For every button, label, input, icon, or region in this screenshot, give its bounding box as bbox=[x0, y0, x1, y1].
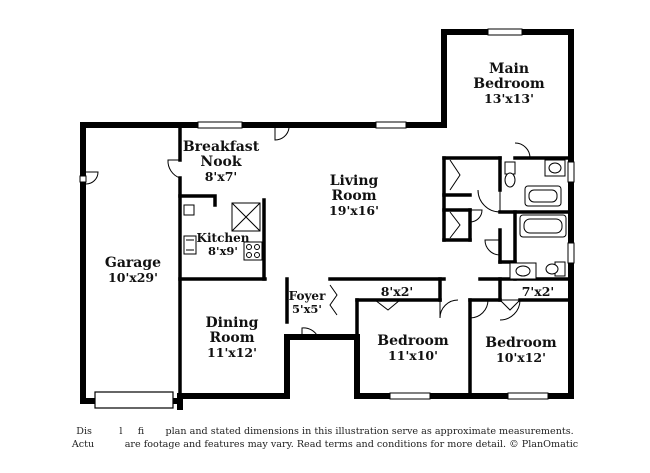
main-bedroom-name-2: Bedroom bbox=[473, 76, 545, 93]
main-bedroom-name-1: Main bbox=[488, 61, 530, 77]
living-room-name-1: Living bbox=[329, 173, 379, 189]
garage-door bbox=[94, 391, 174, 409]
garage-dim: 10'x29' bbox=[108, 270, 158, 286]
closet-label-right: 7'x2' bbox=[514, 285, 562, 299]
living-room-name-2: Room bbox=[331, 188, 377, 205]
room-label-main-bedroom: Main Bedroom 13'x13' bbox=[462, 61, 556, 107]
dining-room-name-2: Room bbox=[209, 330, 255, 347]
kitchen-dim: 8'x9' bbox=[208, 243, 238, 258]
main-bedroom-dim: 13'x13' bbox=[484, 91, 534, 107]
windows bbox=[79, 28, 575, 400]
room-label-garage: Garage 10'x29' bbox=[95, 255, 171, 286]
room-label-bedroom-left: Bedroom 11'x10' bbox=[368, 333, 458, 364]
room-label-living-room: Living Room 19'x16' bbox=[312, 173, 396, 219]
bedroom-left-dim: 11'x10' bbox=[388, 348, 438, 364]
living-room-dim: 19'x16' bbox=[329, 203, 379, 219]
closet-right-dim: 7'x2' bbox=[521, 284, 555, 299]
disclaimer: Dis l fi plan and stated dimensions in t… bbox=[0, 426, 650, 452]
room-label-foyer: Foyer 5'x5' bbox=[286, 289, 328, 316]
closet-left-dim: 8'x2' bbox=[380, 284, 414, 299]
bedroom-right-dim: 10'x12' bbox=[496, 350, 546, 366]
bedroom-right-name: Bedroom bbox=[485, 335, 557, 351]
dining-room-name-1: Dining bbox=[205, 315, 259, 331]
room-label-breakfast-nook: Breakfast Nook 8'x7' bbox=[178, 139, 264, 185]
fixtures bbox=[183, 159, 567, 280]
doors bbox=[85, 127, 531, 338]
breakfast-nook-name-1: Breakfast bbox=[182, 139, 260, 155]
interior-walls bbox=[178, 123, 573, 398]
foyer-dim: 5'x5' bbox=[292, 301, 322, 316]
bedroom-left-name: Bedroom bbox=[377, 333, 449, 349]
dining-room-dim: 11'x12' bbox=[207, 345, 257, 361]
closet-label-left: 8'x2' bbox=[372, 285, 422, 299]
disclaimer-line-1: Dis l fi plan and stated dimensions in t… bbox=[76, 426, 574, 437]
garage-name: Garage bbox=[104, 255, 162, 271]
kitchen-name: Kitchen bbox=[196, 231, 250, 245]
room-label-kitchen: Kitchen 8'x9' bbox=[194, 231, 252, 258]
room-label-dining-room: Dining Room 11'x12' bbox=[192, 315, 272, 361]
breakfast-nook-dim: 8'x7' bbox=[204, 169, 238, 185]
foyer-name: Foyer bbox=[288, 289, 326, 303]
disclaimer-line-2: Actu are footage and features may vary. … bbox=[71, 438, 579, 450]
breakfast-nook-name-2: Nook bbox=[200, 154, 242, 171]
room-label-bedroom-right: Bedroom 10'x12' bbox=[476, 335, 566, 366]
